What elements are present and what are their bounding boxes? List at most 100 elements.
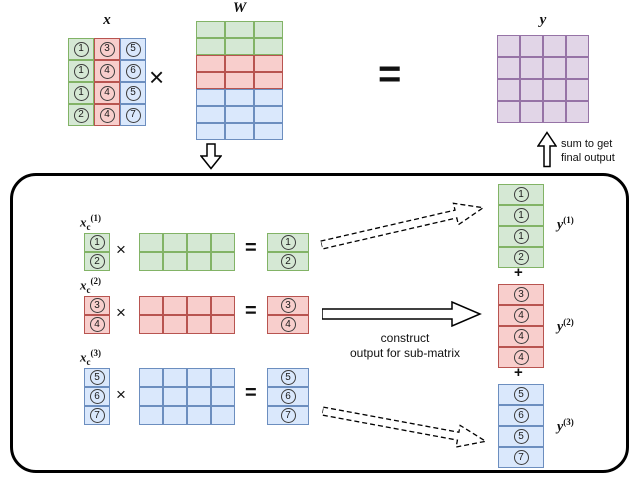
matrix-cell: 6 [84,387,110,406]
xc1-label-sub: c [86,221,91,232]
matrix-cell [225,72,254,89]
circled-value: 4 [99,107,115,123]
matrix-cell [163,368,187,387]
matrix-cell [187,387,211,406]
multiply-operator-row2: × [116,303,126,322]
matrix-cell [497,57,520,79]
circled-value: 6 [280,389,296,404]
multiply-operator-row3: × [116,385,126,404]
matrix-cell [254,38,283,55]
matrix-cell [543,79,566,101]
matrix-cell [543,35,566,57]
plus-operator-1: + [514,264,523,281]
xc1-label-sup: (1) [90,213,102,223]
circled-value: 1 [89,235,105,250]
matrix-cell: 4 [94,104,120,126]
y1-label: y(1) [557,215,574,234]
y-matrix [497,35,589,123]
circled-value: 2 [89,254,105,269]
matrix-cell [187,252,211,271]
matrix-cell [196,106,225,123]
equals-operator-row2: = [245,300,257,322]
matrix-cell: 3 [94,38,120,60]
matrix-cell: 6 [120,60,146,82]
matrix-cell [566,79,589,101]
matrix-cell [566,57,589,79]
matrix-cell [543,57,566,79]
matrix-cell [254,106,283,123]
matrix-cell: 2 [267,252,309,271]
matrix-cell: 7 [84,406,110,425]
circled-value: 5 [513,429,529,444]
matrix-cell [566,35,589,57]
plus-operator-2: + [514,364,523,381]
circled-value: 4 [89,317,105,332]
y2-label-base: y [557,319,564,335]
circled-value: 2 [73,107,89,123]
multiply-operator-row1: × [116,240,126,259]
circled-value: 1 [73,63,89,79]
matrix-cell: 1 [498,184,544,205]
y2-label: y(2) [557,317,574,336]
matrix-cell [497,35,520,57]
xc3-label-sup: (3) [90,348,102,358]
matrix-cell: 3 [267,296,309,315]
circled-value: 1 [513,229,529,244]
matrix-cell: 7 [120,104,146,126]
matrix-cell: 1 [498,226,544,247]
matrix-cell [187,233,211,252]
circled-value: 2 [280,254,296,269]
matrix-cell [211,252,235,271]
circled-value: 1 [513,187,529,202]
matrix-cell [187,368,211,387]
y2-label-sup: (2) [563,317,574,327]
y1-label-sup: (1) [563,215,574,225]
matrix-cell: 2 [84,252,110,271]
matrix-cell: 4 [94,60,120,82]
matrix-cell [497,101,520,123]
circled-value: 4 [513,308,529,323]
circled-value: 4 [513,329,529,344]
sum-note: sum to get final output [561,138,615,165]
matrix-cell: 4 [498,326,544,347]
circled-value: 4 [99,85,115,101]
xc3-vector: 5 6 7 [84,368,110,425]
matrix-cell [225,55,254,72]
construct-arrow-icon [321,300,482,332]
matrix-cell [520,57,543,79]
construct-note: construct output for sub-matrix [349,331,461,360]
matrix-cell [211,296,235,315]
circled-value: 5 [89,370,105,385]
matrix-cell [225,89,254,106]
matrix-cell [196,21,225,38]
matrix-cell [520,79,543,101]
matrix-cell [163,315,187,334]
w1-submatrix [139,233,235,271]
matrix-cell: 6 [498,405,544,426]
circled-value: 3 [99,41,115,57]
matrix-cell [225,106,254,123]
matrix-cell: 3 [498,284,544,305]
matrix-cell [254,55,283,72]
matrix-cell: 5 [120,38,146,60]
circled-value: 7 [89,408,105,423]
matrix-cell: 5 [84,368,110,387]
xc2-label: xc(2) [80,276,101,295]
w-matrix [196,21,283,140]
matrix-cell [254,21,283,38]
matrix-cell [139,315,163,334]
matrix-cell [139,296,163,315]
y3-label-base: y [557,419,564,435]
matrix-cell: 2 [498,247,544,268]
circled-value: 5 [280,370,296,385]
matrix-cell [196,72,225,89]
w3-submatrix [139,368,235,425]
matrix-cell: 1 [68,38,94,60]
matrix-cell [163,252,187,271]
matrix-cell [196,38,225,55]
circled-value: 5 [125,41,141,57]
